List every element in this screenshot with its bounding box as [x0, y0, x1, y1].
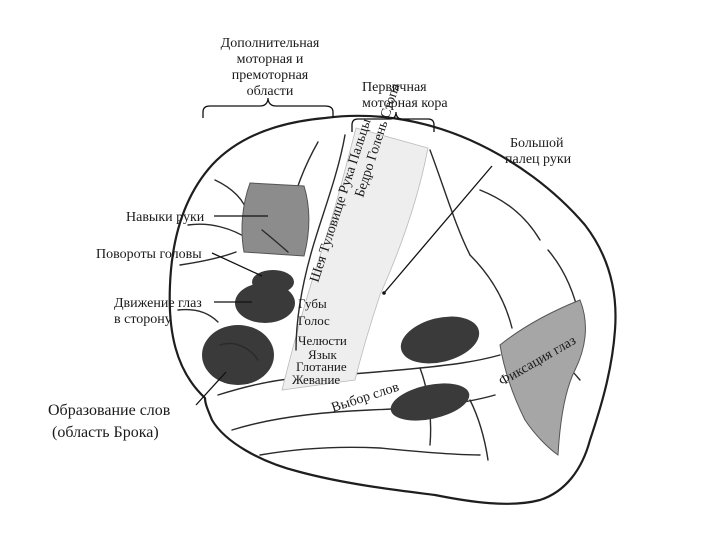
strip-lips: Губы	[298, 296, 327, 311]
strip-swallowing: Глотание	[296, 359, 347, 374]
hand-skills-label: Навыки руки	[126, 210, 205, 225]
central-sulcus	[295, 134, 346, 351]
frontal-sulcus-4	[177, 308, 219, 323]
head-turns-label: Повороты головы	[96, 247, 202, 262]
big-toe-line-1: Большой	[510, 136, 564, 151]
eye-movement-line-1: Движение глаз	[114, 296, 202, 311]
broca-sulcus	[219, 342, 259, 361]
supplementary-line-2: моторная и	[237, 52, 304, 67]
supplementary-line-4: области	[247, 84, 294, 99]
strip-voice: Голос	[298, 313, 330, 328]
big-toe-leader-dot	[382, 291, 386, 295]
parietal-sulcus	[469, 254, 513, 329]
hand-skills-sulcus	[261, 229, 289, 253]
head-turns-leader	[211, 252, 263, 277]
eye-movement-line-2: в сторону	[114, 312, 172, 327]
eye-movement-area	[235, 283, 295, 323]
wernicke-upper-area	[400, 316, 480, 364]
primary-line-2: моторная кора	[362, 96, 448, 111]
sylvian-fissure	[217, 354, 501, 396]
big-toe-leader	[383, 165, 493, 294]
primary-brace	[351, 111, 435, 132]
broca-leader	[195, 371, 227, 406]
strip-tongue: Язык	[308, 347, 338, 362]
frontal-sulcus-3	[179, 251, 237, 266]
broca-area	[202, 325, 274, 385]
supplementary-brace	[202, 97, 334, 118]
big-toe-line-2: палец руки	[505, 152, 572, 167]
supplementary-line-1: Дополнительная	[221, 36, 320, 51]
temporal-branch-2	[469, 399, 489, 461]
postcentral-sulcus	[429, 149, 471, 256]
primary-line-1: Первичная	[362, 80, 427, 95]
broca-line-1: Образование слов	[48, 402, 171, 419]
strip-chewing: Жевание	[292, 372, 340, 387]
gaze-fixation-area	[499, 299, 586, 456]
broca-line-2: (область Брока)	[52, 424, 159, 441]
brain-outline	[168, 114, 617, 505]
primary-motor-strip	[281, 127, 429, 391]
word-choice-area	[390, 383, 470, 421]
strip-jaws: Челюсти	[298, 333, 347, 348]
parietal-sulcus-2	[479, 189, 541, 241]
hand-skills-area	[241, 182, 310, 257]
temporal-sulcus-2	[259, 446, 481, 456]
frontal-sulcus-1	[187, 223, 251, 241]
supplementary-line-3: премоторная	[232, 68, 309, 83]
